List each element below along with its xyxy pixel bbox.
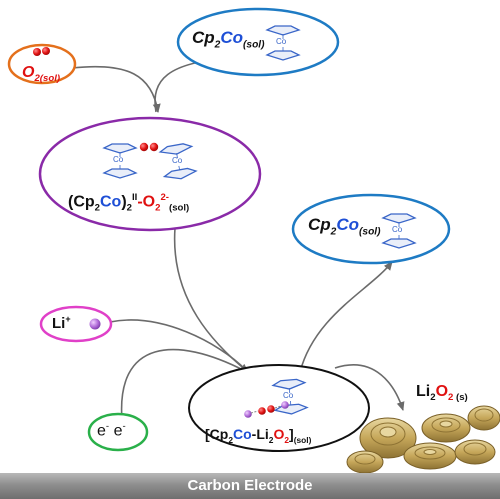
co-atom-label: Co bbox=[276, 37, 287, 46]
peroxo-label: (Cp2Co)2II-O22-(sol) bbox=[68, 192, 190, 214]
disc bbox=[421, 413, 471, 443]
oxygen-atom bbox=[139, 142, 149, 152]
electrons-label: e- e- bbox=[97, 421, 126, 440]
co-atom-label: Co bbox=[283, 391, 294, 400]
oxygen-atom bbox=[33, 48, 41, 56]
oxygen-atom bbox=[42, 47, 50, 55]
li-ion-node bbox=[39, 305, 113, 343]
carbon-electrode bbox=[0, 473, 500, 499]
carbon-electrode-label: Carbon Electrode bbox=[187, 477, 313, 494]
complex-structure-icon bbox=[244, 379, 307, 418]
disc bbox=[403, 442, 457, 470]
dimer-structure-icon bbox=[104, 142, 197, 181]
cp2co-right-label: Cp2Co(sol) bbox=[308, 215, 381, 238]
disc bbox=[359, 417, 417, 459]
lithium-sphere bbox=[89, 318, 101, 330]
electrons-node bbox=[87, 412, 149, 452]
arrow-li-to-complex bbox=[109, 319, 247, 371]
li-ion-label: Li+ bbox=[52, 314, 71, 332]
oxygen-atom bbox=[149, 142, 159, 152]
disc bbox=[346, 450, 384, 474]
lithium-sphere bbox=[281, 401, 289, 409]
disc bbox=[467, 405, 500, 431]
oxygen-atom bbox=[267, 405, 275, 413]
complex-node bbox=[188, 364, 370, 452]
li2o2-label: Li2O2 (s) bbox=[416, 383, 468, 404]
co-atom-label: Co bbox=[392, 225, 403, 234]
cp2co-top-node bbox=[176, 7, 340, 77]
arrow-electrons-to-complex bbox=[120, 348, 246, 421]
disc bbox=[454, 439, 496, 465]
o2-sol-label: O2(sol) bbox=[22, 64, 61, 85]
co-atom-label: Co bbox=[113, 155, 124, 164]
cp2co-top-label: Cp2Co(sol) bbox=[192, 28, 265, 51]
arrow-complex-to-li2o2 bbox=[334, 364, 405, 411]
oxygen-atom bbox=[258, 407, 266, 415]
arrow-o2-to-peroxo bbox=[71, 65, 161, 113]
complex-label: [Cp2Co-Li2O2](sol) bbox=[205, 426, 312, 445]
arrow-complex-to-cp2co bbox=[299, 261, 393, 373]
lithium-sphere bbox=[244, 410, 252, 418]
peroxo-node bbox=[38, 116, 262, 232]
cp2co-right-node bbox=[291, 193, 451, 265]
li2o2-deposit-icon bbox=[346, 405, 500, 474]
co-atom-label: Co bbox=[172, 156, 183, 165]
o2-sol-node bbox=[7, 43, 77, 85]
